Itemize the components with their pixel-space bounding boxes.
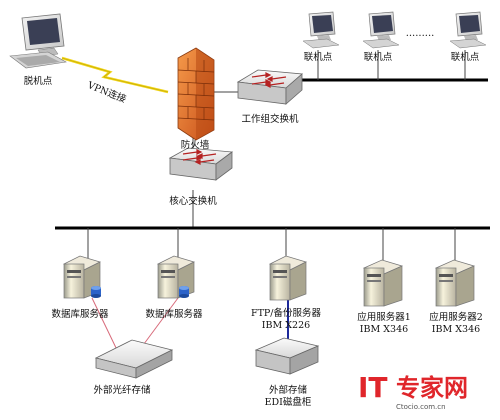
workgroup-switch-label: 工作组交换机 xyxy=(241,114,299,125)
app-server-2[interactable] xyxy=(434,259,476,307)
storage-box-icon xyxy=(254,337,320,375)
fiber-link xyxy=(91,297,119,353)
online-pc[interactable] xyxy=(362,11,400,49)
db-server-1-label: 数据库服务器 xyxy=(51,309,109,320)
db-server-1[interactable] xyxy=(63,255,101,299)
online-node-ellipsis: ......... xyxy=(405,28,435,39)
switch-icon xyxy=(236,69,303,105)
database-icon xyxy=(91,286,101,298)
edi-storage-label-line2: EDI磁盘柜 xyxy=(264,397,312,408)
app-server-2-label-line2: IBM X346 xyxy=(431,324,481,335)
ftp-server-label-line1: FTP/备份服务器 xyxy=(250,308,322,319)
core-switch-label: 核心交换机 xyxy=(169,196,217,207)
watermark-it: IT xyxy=(358,371,388,404)
watermark-domain: Ctocio.com.cn xyxy=(396,403,446,411)
edi-storage-label-line1: 外部存储 xyxy=(268,385,308,396)
app-server-2-label-line1: 应用服务器2 xyxy=(429,312,483,323)
online-pc[interactable] xyxy=(302,11,340,49)
online-node-label: 联机点 xyxy=(363,52,393,63)
edi-storage[interactable] xyxy=(254,337,320,375)
offline-node-label: 脱机点 xyxy=(23,76,53,87)
app-server-1[interactable] xyxy=(362,259,404,307)
fiber-storage-label: 外部光纤存储 xyxy=(93,385,151,396)
server-tower-icon xyxy=(434,259,476,307)
computer-icon xyxy=(302,11,340,49)
storage-box-icon xyxy=(94,339,174,379)
offline-pc[interactable] xyxy=(9,13,67,69)
app-server-1-label-line1: 应用服务器1 xyxy=(357,312,411,323)
computer-icon xyxy=(9,13,67,69)
ftp-backup-server[interactable] xyxy=(269,255,307,301)
db-server-2-label: 数据库服务器 xyxy=(145,309,203,320)
server-tower-icon xyxy=(362,259,404,307)
online-pc[interactable] xyxy=(449,11,487,49)
switch-icon xyxy=(168,147,234,181)
server-tower-icon xyxy=(269,255,307,301)
watermark-cn: 专家网 xyxy=(396,374,468,402)
ftp-server-label-line2: IBM X226 xyxy=(261,320,311,331)
computer-icon xyxy=(362,11,400,49)
firewall[interactable] xyxy=(177,47,215,141)
online-node-label: 联机点 xyxy=(450,52,480,63)
watermark-logo: IT 专家网 xyxy=(358,371,468,404)
database-icon xyxy=(179,286,189,298)
workgroup-switch[interactable] xyxy=(236,69,303,105)
db-server-2[interactable] xyxy=(157,255,195,299)
fiber-storage[interactable] xyxy=(94,339,174,379)
firewall-label: 防火墙 xyxy=(180,140,210,151)
online-node-label: 联机点 xyxy=(303,52,333,63)
app-server-1-label-line2: IBM X346 xyxy=(359,324,409,335)
computer-icon xyxy=(449,11,487,49)
firewall-icon xyxy=(177,47,215,141)
core-switch[interactable] xyxy=(168,147,234,181)
vpn-lightning xyxy=(61,56,169,94)
